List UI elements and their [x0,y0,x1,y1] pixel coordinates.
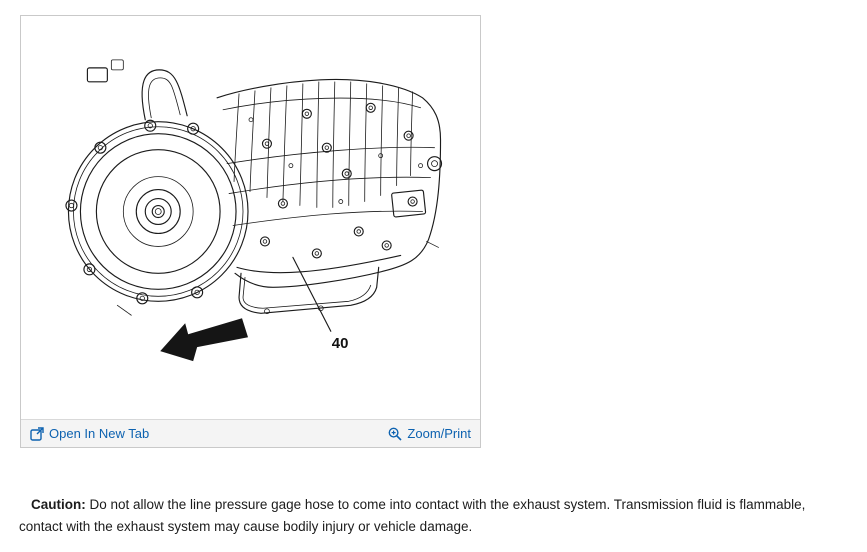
zoom-print-label: Zoom/Print [407,426,471,441]
zoom-icon [389,427,402,441]
diagram-viewport[interactable]: 40 [21,16,480,419]
zoom-print-link[interactable]: Zoom/Print [388,427,471,441]
case-bolts [248,102,423,259]
caution-body: Do not allow the line pressure gage hose… [19,497,806,534]
flange-bolts [65,119,204,305]
diagram-panel: 40 Open In New Tab [20,15,481,448]
open-in-new-tab-icon [30,426,44,441]
open-in-new-tab-link[interactable]: Open In New Tab [30,426,150,441]
transmission-illustration: 40 [65,59,443,362]
transmission-case [216,78,443,288]
diagram-toolbar: Open In New Tab Zoom/Print [21,419,480,447]
caution-label: Caution: [31,497,86,512]
open-in-new-tab-label: Open In New Tab [49,426,150,441]
torque-converter [65,59,249,316]
id-plate [391,189,427,218]
part-number-label: 40 [332,335,349,352]
case-ribs [233,81,413,208]
oil-pan [236,254,402,315]
caution-text: Caution: Do not allow the line pressure … [19,494,849,537]
part-callout: 40 [292,256,349,352]
direction-arrow [160,318,249,362]
